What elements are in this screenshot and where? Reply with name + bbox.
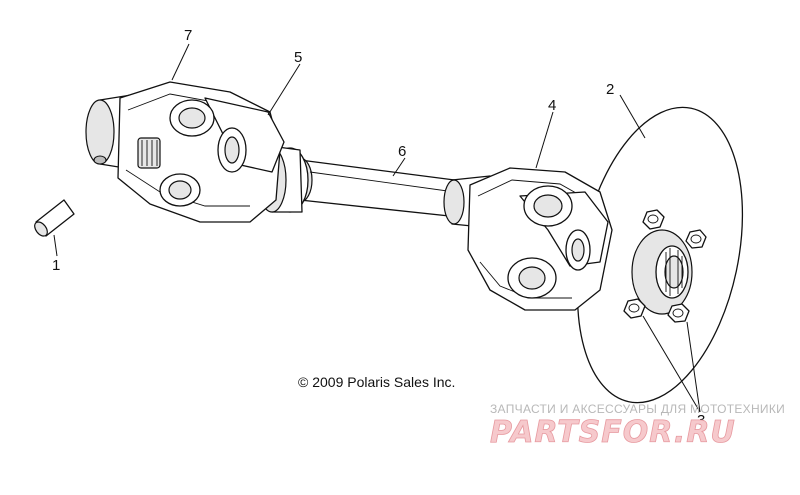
drive-shaft-tube: [257, 145, 493, 229]
leader-5: [267, 63, 301, 116]
bolt-1: [642, 209, 665, 230]
leader-3a: [642, 315, 701, 413]
leader-2: [619, 94, 646, 139]
watermark: ЗАПЧАСТИ И АКСЕССУАРЫ ДЛЯ МОТОТЕХНИКИ PA…: [490, 402, 785, 450]
leader-6: [392, 157, 406, 177]
callout-6: 6: [398, 143, 406, 160]
left-universal-joint: [85, 81, 285, 223]
watermark-tagline: ЗАПЧАСТИ И АКСЕССУАРЫ ДЛЯ МОТОТЕХНИКИ: [490, 402, 785, 416]
bolt-2: [685, 229, 707, 249]
bolt-set: [623, 209, 707, 323]
leader-7: [171, 43, 190, 81]
leader-3b: [686, 321, 701, 413]
bolt-4: [667, 303, 690, 323]
watermark-brand: PARTSFOR.RU: [490, 415, 736, 450]
right-universal-joint: [467, 167, 613, 311]
callout-7: 7: [184, 27, 192, 44]
callout-2: 2: [606, 81, 614, 98]
leader-lines: [53, 43, 701, 413]
copyright-text: © 2009 Polaris Sales Inc.: [298, 374, 455, 390]
roll-pin: [34, 199, 75, 237]
callout-4: 4: [548, 97, 556, 114]
callout-5: 5: [294, 49, 302, 66]
leader-4: [535, 111, 554, 169]
callout-3: 3: [697, 412, 705, 429]
brake-disc: [576, 106, 744, 404]
callout-labels: 1 2 3 4 5 6 7: [52, 27, 705, 429]
leader-1: [53, 234, 58, 257]
callout-1: 1: [52, 257, 60, 274]
bolt-3: [623, 298, 646, 319]
